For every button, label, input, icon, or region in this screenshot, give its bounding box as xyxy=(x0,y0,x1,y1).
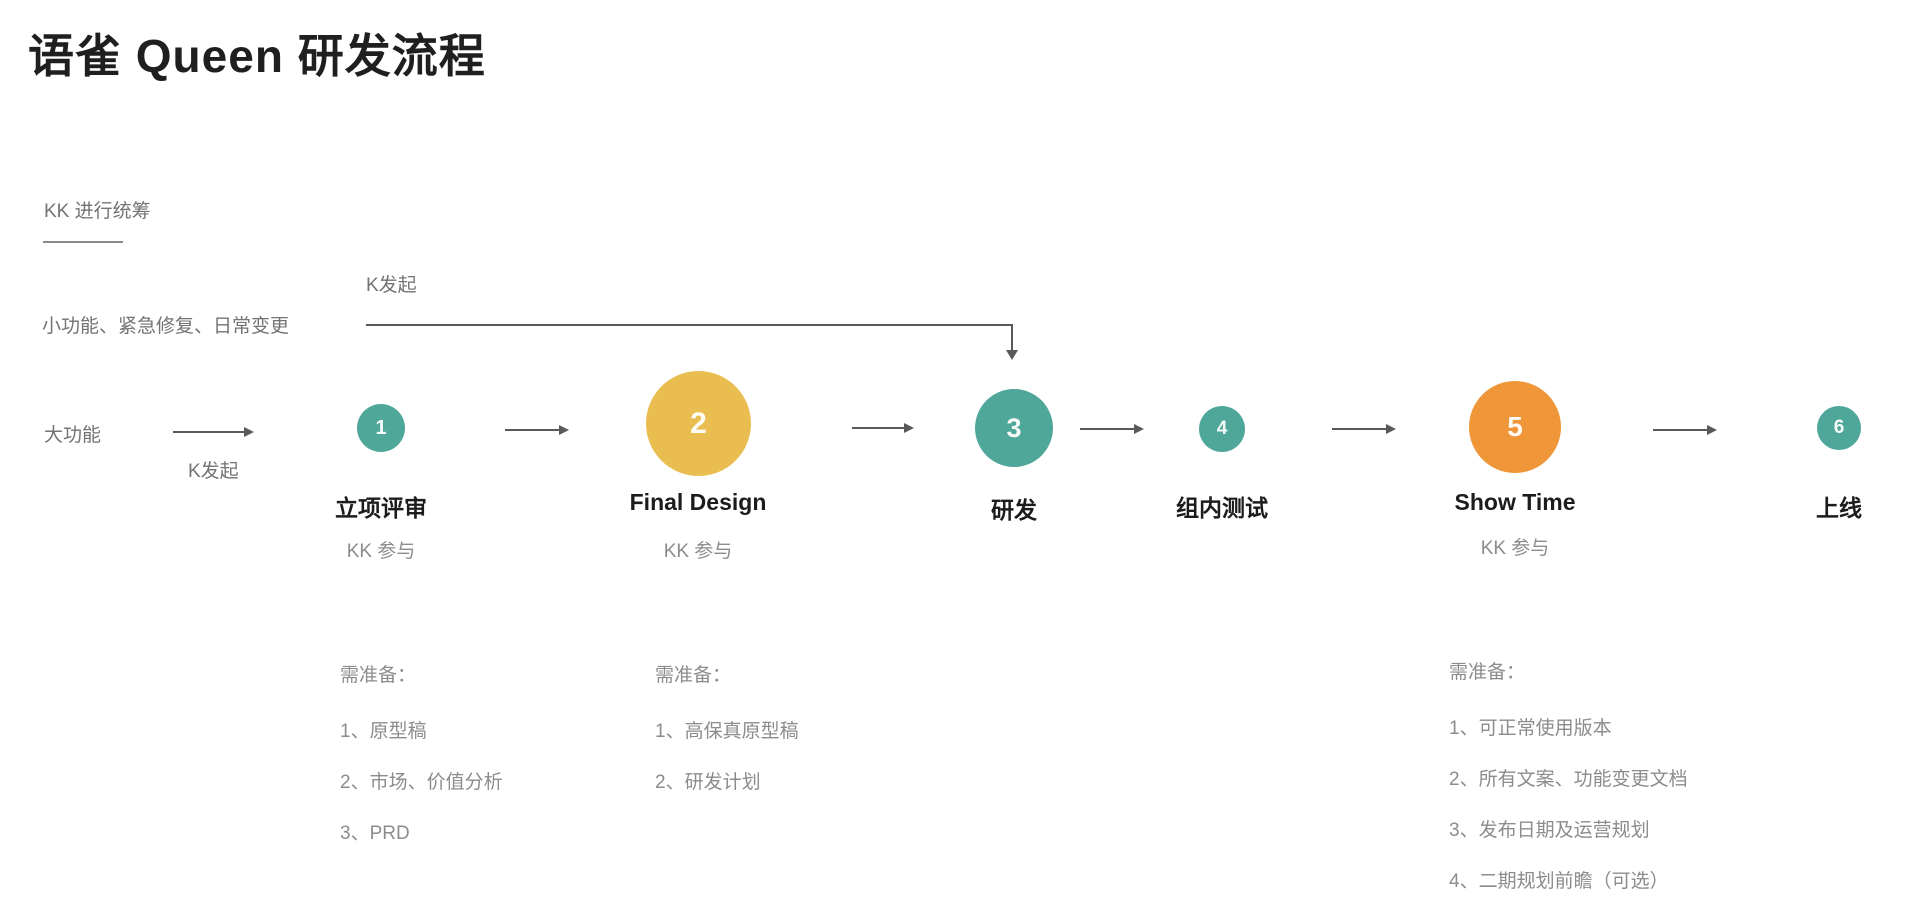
flow-arrow-3-4 xyxy=(1080,424,1144,434)
step-1-sublabel: KK 参与 xyxy=(346,541,416,562)
step-3-number: 3 xyxy=(1006,412,1022,443)
checklist-item: 2、市场、价值分析 xyxy=(340,772,503,793)
k-initiate-bottom-label: K发起 xyxy=(188,461,239,482)
flow-arrow-1-2 xyxy=(505,425,569,435)
step-5-circle: 5 xyxy=(1469,381,1561,473)
checklist-heading: 需准备： xyxy=(1449,662,1526,683)
step-5-label: Show Time xyxy=(1454,489,1576,515)
step-2-label: Final Design xyxy=(629,489,767,515)
page-title: 语雀 Queen 研发流程 xyxy=(28,30,486,82)
flow-arrow-start xyxy=(173,427,254,437)
flow-arrow-4-5 xyxy=(1332,424,1396,434)
step-1-label: 立项评审 xyxy=(335,495,427,521)
step-2-number: 2 xyxy=(690,406,707,440)
checklist-item: 3、PRD xyxy=(340,823,410,844)
big-feature-lane-label: 大功能 xyxy=(44,425,102,446)
step-2-sublabel: KK 参与 xyxy=(663,541,733,562)
checklist-item: 2、研发计划 xyxy=(655,772,761,793)
shortcut-arrowhead-icon xyxy=(1006,350,1018,360)
k-initiate-top-label: K发起 xyxy=(366,275,417,296)
checklist-item: 1、可正常使用版本 xyxy=(1449,718,1612,739)
checklist-item: 1、高保真原型稿 xyxy=(655,721,799,742)
checklist-heading: 需准备： xyxy=(340,665,417,686)
step-6-label: 上线 xyxy=(1816,495,1862,521)
checklist-step-1: 需准备： 1、原型稿 2、市场、价值分析 3、PRD xyxy=(340,660,503,869)
step-4-number: 4 xyxy=(1216,418,1228,439)
shortcut-connector-horizontal-line xyxy=(366,324,1013,326)
step-4-circle: 4 xyxy=(1199,406,1245,452)
step-5-sublabel: KK 参与 xyxy=(1480,538,1550,559)
flow-arrow-5-6 xyxy=(1653,425,1717,435)
checklist-step-5: 需准备： 1、可正常使用版本 2、所有文案、功能变更文档 3、发布日期及运营规划… xyxy=(1449,657,1688,917)
step-3-circle: 3 xyxy=(975,389,1053,467)
flow-arrow-2-3 xyxy=(852,423,914,433)
coordinator-note: KK 进行统筹 xyxy=(44,201,151,222)
step-3-label: 研发 xyxy=(991,497,1037,523)
checklist-item: 2、所有文案、功能变更文档 xyxy=(1449,769,1688,790)
checklist-heading: 需准备： xyxy=(655,665,732,686)
checklist-step-2: 需准备： 1、高保真原型稿 2、研发计划 xyxy=(655,660,799,818)
step-5-number: 5 xyxy=(1507,411,1523,442)
checklist-item: 3、发布日期及运营规划 xyxy=(1449,820,1650,841)
step-4-label: 组内测试 xyxy=(1176,495,1268,521)
step-2-circle: 2 xyxy=(646,371,751,476)
step-6-circle: 6 xyxy=(1817,406,1861,450)
checklist-item: 4、二期规划前瞻（可选） xyxy=(1449,871,1669,892)
shortcut-connector-vertical-line xyxy=(1011,324,1013,351)
step-6-number: 6 xyxy=(1833,417,1845,438)
small-feature-lane-label: 小功能、紧急修复、日常变更 xyxy=(42,316,290,337)
step-1-number: 1 xyxy=(375,416,387,439)
flow-diagram-canvas: 语雀 Queen 研发流程 KK 进行统筹 K发起 小功能、紧急修复、日常变更 … xyxy=(28,30,1862,892)
step-1-circle: 1 xyxy=(357,404,405,452)
coordinator-underline xyxy=(43,241,123,243)
checklist-item: 1、原型稿 xyxy=(340,721,427,742)
